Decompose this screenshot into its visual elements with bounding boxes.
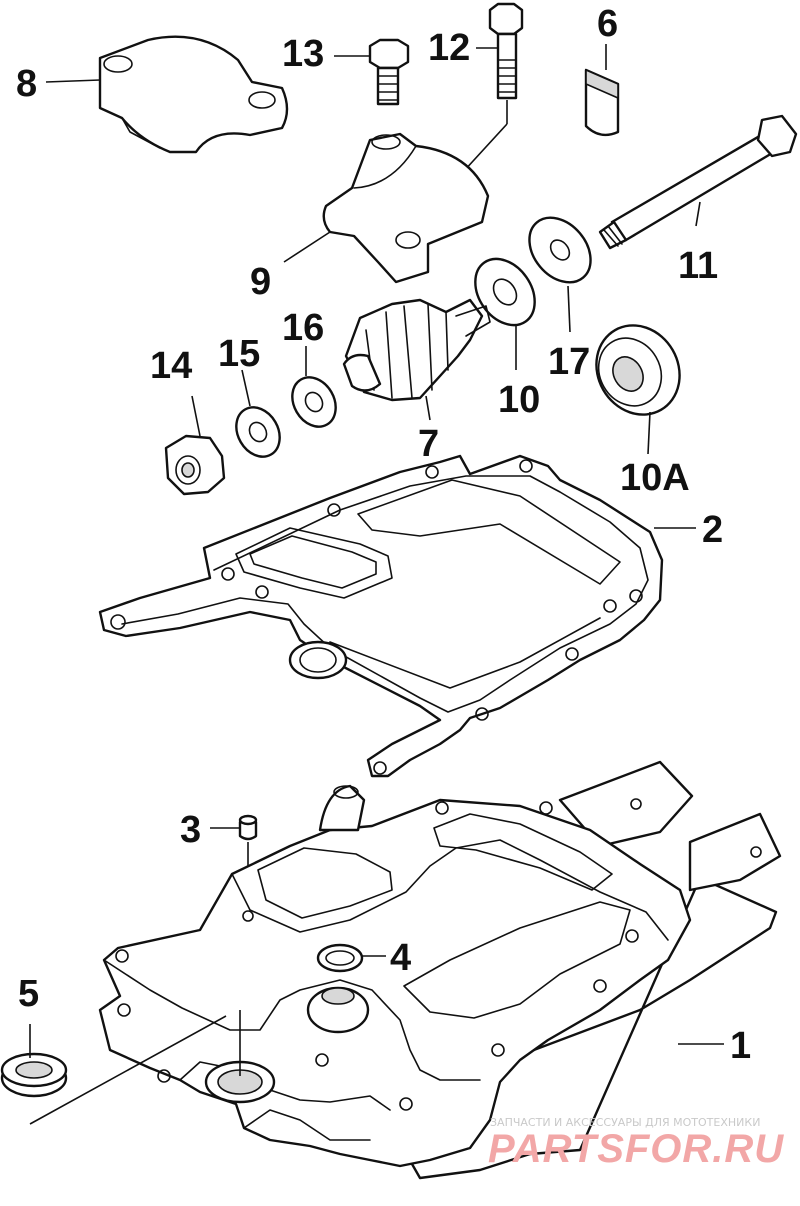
callout-15: 15	[218, 333, 260, 375]
callout-3: 3	[180, 809, 201, 851]
part-5-seal	[0, 1010, 241, 1125]
part-17-washer	[528, 216, 592, 284]
leader-lines	[29, 44, 724, 1058]
callout-12: 12	[428, 27, 470, 69]
part-1-adapter-plate	[98, 760, 782, 1180]
callout-13: 13	[282, 33, 324, 75]
watermark-brand: PARTSFOR.RU	[488, 1127, 784, 1171]
callout-4: 4	[390, 937, 411, 979]
callout-10a: 10A	[620, 457, 690, 499]
part-2-gasket	[98, 454, 664, 778]
callout-9: 9	[250, 261, 271, 303]
callout-7: 7	[418, 423, 439, 465]
part-16-washer	[291, 376, 337, 428]
watermark: ЗАПЧАСТИ И АКСЕССУАРЫ ДЛЯ МОТОТЕХНИКИ PA…	[488, 1116, 784, 1171]
part-12-bolt	[407, 2, 524, 233]
part-13-bolt	[368, 38, 410, 106]
part-8-clamp	[98, 35, 289, 154]
callout-10: 10	[498, 379, 540, 421]
callout-8: 8	[16, 63, 37, 105]
callout-17: 17	[548, 341, 590, 383]
callout-14: 14	[150, 345, 192, 387]
part-10-washer	[474, 257, 536, 327]
part-6-wedge	[584, 68, 620, 137]
callout-6: 6	[597, 3, 618, 45]
part-10a-bearing	[595, 324, 681, 416]
watermark-tagline: ЗАПЧАСТИ И АКСЕССУАРЫ ДЛЯ МОТОТЕХНИКИ	[490, 1116, 760, 1129]
callout-labels: 1 2 3 4 5 6 7 8 9 10 10A 11 12 13 14 15 …	[16, 3, 751, 1067]
callout-16: 16	[282, 307, 324, 349]
part-7-gear-assembly	[342, 298, 491, 402]
callout-2: 2	[702, 509, 723, 551]
part-14-nut	[164, 434, 226, 496]
part-11-shaft	[598, 114, 798, 250]
part-4-o-ring	[316, 943, 364, 973]
part-9-clamp	[322, 132, 490, 284]
part-15-washer	[235, 406, 281, 458]
callout-1: 1	[730, 1025, 751, 1067]
callout-5: 5	[18, 973, 39, 1015]
callout-11: 11	[678, 245, 718, 287]
